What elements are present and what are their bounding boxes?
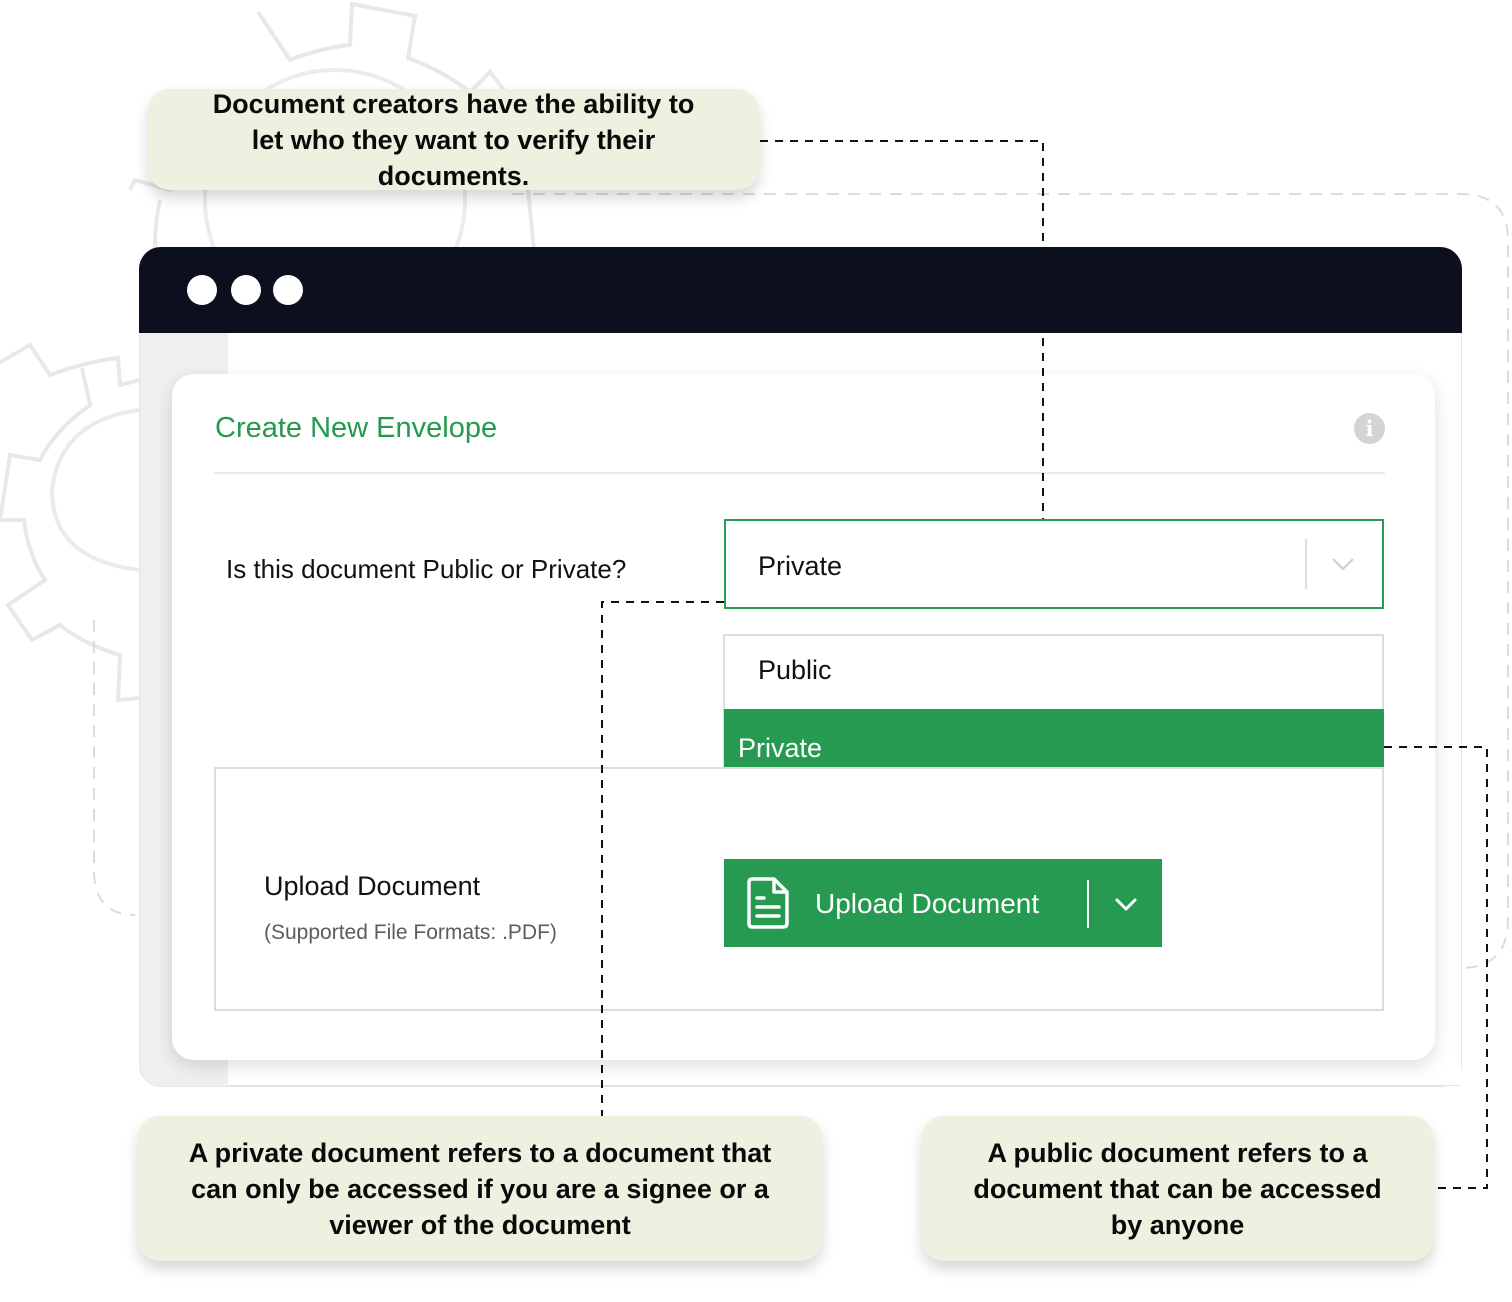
- divider: [214, 472, 1385, 474]
- visibility-select-value: Private: [758, 551, 843, 581]
- window-control-dot[interactable]: [231, 275, 261, 305]
- upload-section: [214, 767, 1384, 1011]
- callout-verification: Document creators have the ability to le…: [148, 89, 759, 191]
- button-separator: [1087, 880, 1089, 928]
- chevron-down-icon[interactable]: [1331, 552, 1355, 576]
- page-title: Create New Envelope: [215, 412, 498, 444]
- select-separator: [1305, 539, 1307, 589]
- upload-document-button[interactable]: [724, 859, 1162, 947]
- window-title-bar: [139, 247, 1462, 333]
- callout-text: A public document refers to a document t…: [973, 1137, 1382, 1240]
- info-icon[interactable]: i: [1354, 413, 1385, 444]
- gear-icon: [0, 342, 141, 388]
- chevron-down-icon[interactable]: [1113, 891, 1139, 917]
- upload-section-title: Upload Document: [264, 871, 481, 901]
- supported-formats-label: (Supported File Formats: .PDF): [264, 921, 557, 944]
- dropdown-option-public[interactable]: Public: [758, 655, 832, 685]
- document-icon: [747, 877, 789, 929]
- visibility-question-label: Is this document Public or Private?: [226, 554, 627, 584]
- callout-private-document: A private document refers to a document …: [138, 1116, 822, 1261]
- visibility-select[interactable]: [724, 519, 1384, 609]
- callout-public-document: A public document refers to a document t…: [922, 1116, 1433, 1261]
- window-control-dot[interactable]: [273, 275, 303, 305]
- dropdown-option-private-label[interactable]: Private: [738, 733, 823, 763]
- callout-text: A private document refers to a document …: [188, 1137, 772, 1240]
- callout-text: Document creators have the ability to le…: [212, 88, 695, 191]
- upload-document-button-label[interactable]: Upload Document: [815, 888, 1040, 919]
- window-control-dot[interactable]: [187, 275, 217, 305]
